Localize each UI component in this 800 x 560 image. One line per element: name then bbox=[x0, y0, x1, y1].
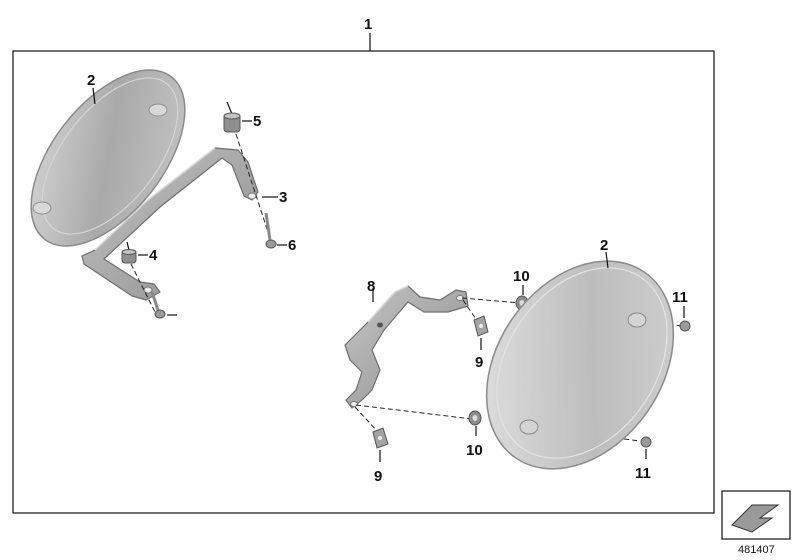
callout-grommet-upper: 10 bbox=[513, 268, 530, 285]
plate-right-hole-upper bbox=[627, 312, 647, 328]
leader-plate-left bbox=[92, 87, 96, 105]
nut-left-upper bbox=[223, 101, 241, 133]
callout-screw-right-lower: 11 bbox=[635, 465, 651, 482]
screw-left-lower bbox=[150, 291, 166, 319]
callout-screw-right-upper: 11 bbox=[672, 289, 688, 306]
callout-nut-left-upper: 5 bbox=[253, 113, 261, 130]
plate-right-hole-lower bbox=[519, 419, 539, 435]
axis-right-clip-lower bbox=[354, 406, 379, 433]
callout-assembly: 1 bbox=[364, 16, 372, 33]
callout-plate-right: 2 bbox=[600, 237, 608, 254]
axis-left-upper bbox=[235, 133, 269, 233]
axis-right-lower bbox=[355, 404, 473, 420]
screw-right-lower bbox=[640, 436, 652, 448]
assembly-frame bbox=[12, 50, 715, 514]
callout-plate-left: 2 bbox=[87, 72, 95, 89]
plate-left-hole-lower bbox=[32, 201, 52, 215]
axis-left-lower bbox=[130, 263, 159, 319]
plate-left-hole-upper bbox=[148, 103, 168, 117]
callout-bracket-right: 8 bbox=[367, 278, 375, 295]
axis-right-clip-upper bbox=[462, 299, 479, 323]
callout-screw-left-upper: 6 bbox=[288, 237, 296, 254]
grommet-lower bbox=[468, 410, 482, 426]
screw-left-upper bbox=[264, 212, 277, 249]
leader-plate-right bbox=[605, 251, 609, 269]
clip-upper bbox=[473, 315, 489, 337]
callout-nut-left-lower: 4 bbox=[149, 247, 158, 264]
orientation-arrow-icon bbox=[721, 490, 791, 540]
screw-right-upper bbox=[679, 320, 691, 332]
bracket-right bbox=[344, 285, 469, 409]
nut-left-lower bbox=[121, 241, 137, 264]
clip-lower bbox=[372, 427, 389, 449]
callout-bracket-left: 3 bbox=[279, 189, 287, 206]
plate-right bbox=[485, 260, 675, 470]
axis-right-upper bbox=[461, 297, 521, 304]
callout-clip-lower: 9 bbox=[374, 468, 382, 485]
document-number: 481407 bbox=[738, 544, 775, 556]
plate-left bbox=[30, 69, 186, 247]
callout-grommet-lower: 10 bbox=[466, 442, 483, 459]
callout-clip-upper: 9 bbox=[475, 354, 483, 371]
